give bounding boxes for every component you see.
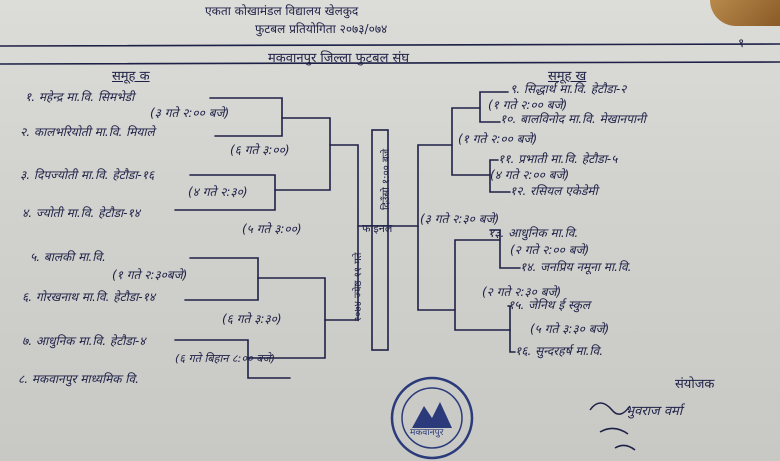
bracket-r-r2-a xyxy=(451,107,491,176)
time-right-5: (२ गते २:०० बजे) xyxy=(510,243,590,257)
time-left-6: (६ गते ३:३०) xyxy=(222,312,282,326)
bracket-r-r1-d xyxy=(507,305,516,353)
time-right-2: (१ गते २:०० बजे) xyxy=(458,132,538,146)
bracket-r-r1-b xyxy=(489,159,511,193)
team-right-6: १४. जनप्रिय नमूना मा.वि. xyxy=(520,260,632,274)
bracket-r-sf xyxy=(417,144,456,311)
team-right-1: ९. सिद्धार्थ मा.वि. हेटौडा-२ xyxy=(510,82,627,96)
time-left-3: (४ गते २:३०) xyxy=(188,185,248,199)
time-left-7: (६ गते बिहान ८:०० बजे) xyxy=(175,352,275,365)
time-left-5: (१ गते २:३०बजे) xyxy=(112,268,188,282)
team-right-5: १३. आधुनिक मा.वि. xyxy=(488,226,579,240)
time-right-1: (१ गते २:०० बजे) xyxy=(488,98,568,112)
time-left-1: (३ गते २:०० बजे) xyxy=(150,106,230,120)
signature-mark xyxy=(589,402,636,451)
bracket-r-r1-c xyxy=(489,229,521,269)
bracket-r-r2-b xyxy=(454,239,511,331)
group-b-heading: समूह ख xyxy=(548,69,587,84)
time-right-7: (५ गते ३:३० बजे) xyxy=(530,322,610,336)
team-left-7: ७. आधुनिक मा.वि. हेटौडा-४ xyxy=(22,334,146,348)
coordinator-label: संयोजक xyxy=(675,377,715,392)
group-a-heading: समूह क xyxy=(112,69,150,84)
team-left-8: ८. मकवानपुर माध्यमिक वि. xyxy=(18,372,139,386)
bracket-l-r2-b xyxy=(247,277,326,359)
time-right-6: (२ गते २:३० बजे) xyxy=(482,285,562,299)
bracket-l-r1-a xyxy=(209,97,283,137)
bracket-l-r2-a xyxy=(274,117,331,191)
bracket-l-r1-d xyxy=(174,339,291,379)
header-rule-top xyxy=(0,43,780,47)
team-right-3: ११. प्रभाती मा.वि. हेटौडा-५ xyxy=(498,152,618,166)
seal-stamp xyxy=(390,376,474,460)
team-left-3: ३. दिपज्योती मा.वि. हेटौडा-१६ xyxy=(20,168,155,182)
seal-label: मकवानपुर xyxy=(410,428,444,438)
header-line-1: एकता कोखामंडल विद्यालय खेलकुद xyxy=(205,4,359,18)
page-title: मकवानपुर जिल्ला फुटबल संघ xyxy=(268,51,410,66)
coordinator-name: भुवराज वर्मा xyxy=(625,404,683,419)
team-left-1: १. महेन्द्र मा.वि. सिमभेडी xyxy=(25,90,135,104)
time-left-2: (६ गते ३:००) xyxy=(230,143,290,157)
bracket-l-r1-c xyxy=(184,257,259,301)
team-left-5: ५. बालकी मा.वि. xyxy=(30,250,106,264)
final-box xyxy=(371,129,389,351)
header-rule-bottom xyxy=(0,61,780,65)
page-mark: १ xyxy=(738,36,745,50)
bracket-r-r1-a xyxy=(479,91,509,123)
team-left-4: ४. ज्योती मा.वि. हेटौडा-१४ xyxy=(22,206,140,220)
team-right-7: १५. जेनिथ ई स्कुल xyxy=(508,298,590,312)
team-right-4: १२. रसियल एकेडेमी xyxy=(510,184,598,198)
photo-corner-object xyxy=(710,0,780,26)
time-left-4: (५ गते ३:००) xyxy=(242,222,302,236)
time-right-4: (३ गते २:३० बजे) xyxy=(420,212,500,226)
header-line-2: फुटबल प्रतियोगिता २०७३/०७४ xyxy=(255,22,388,36)
team-right-2: १०. बालविनोद मा.वि. मेखानपानी xyxy=(500,112,646,126)
bracket-l-sf xyxy=(324,144,359,321)
team-left-2: २. कालभरियोती मा.वि. मियाले xyxy=(20,125,155,139)
team-right-8: १६. सुन्दरहर्ष मा.वि. xyxy=(515,344,604,358)
bracket-l-r1-b xyxy=(174,174,276,211)
time-right-3: (४ गते २:०० बजे) xyxy=(490,168,570,182)
team-left-6: ६. गोरखनाथ मा.वि. हेटौडा-१४ xyxy=(22,290,156,304)
